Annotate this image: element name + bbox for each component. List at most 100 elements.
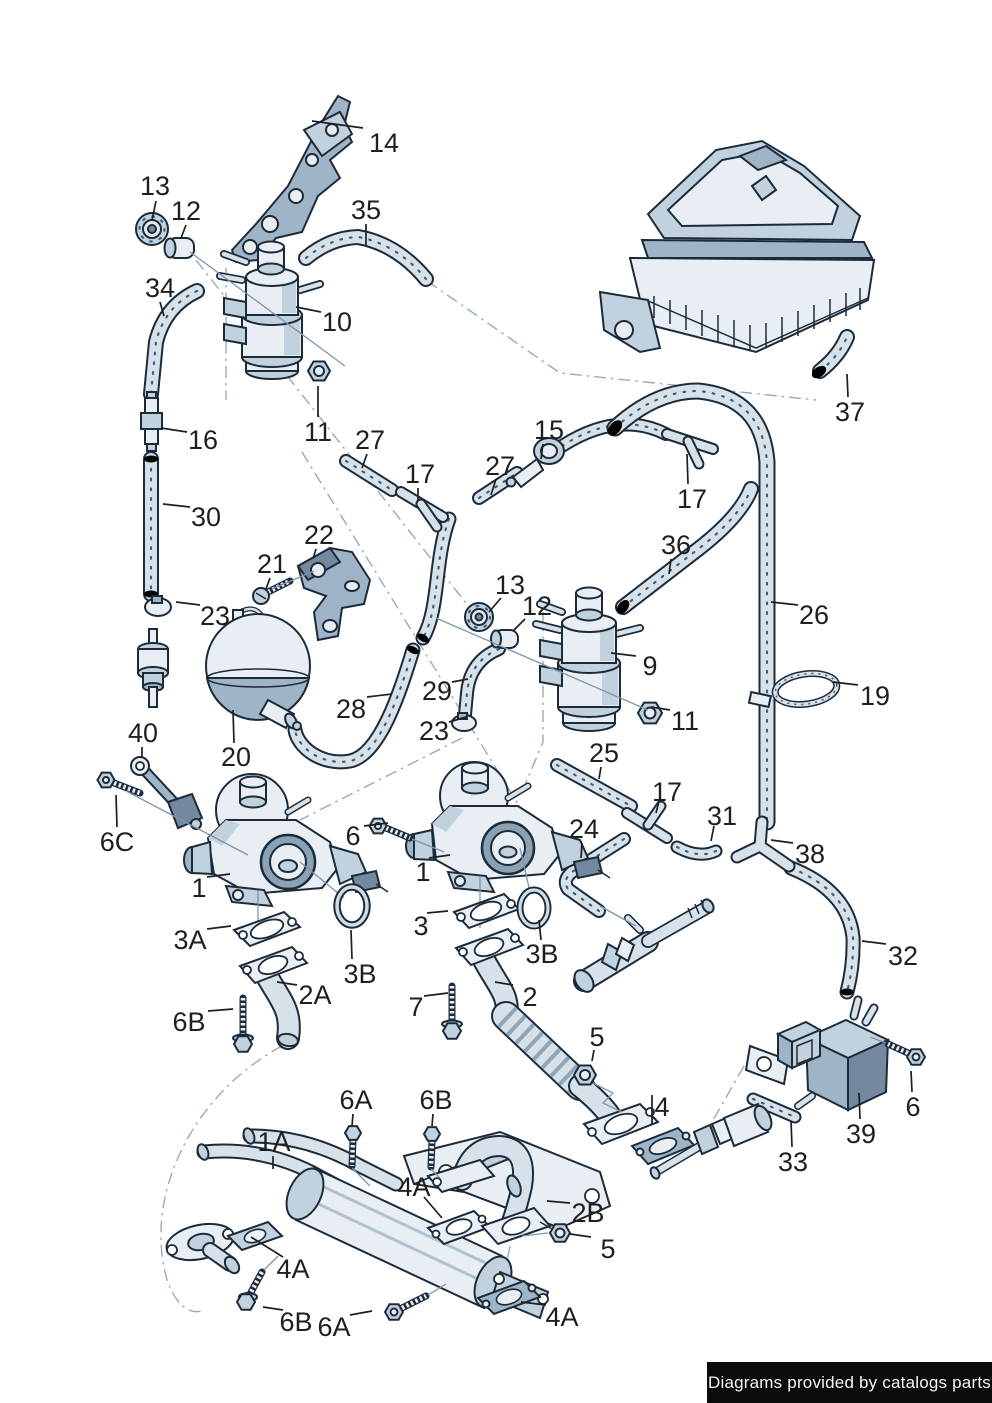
y-piece-38 bbox=[730, 815, 796, 873]
callout-label-5: 5 bbox=[589, 1022, 604, 1052]
part-22-bracket bbox=[296, 546, 372, 642]
part-6a-bolt-mid bbox=[343, 1125, 371, 1187]
hose-36 bbox=[615, 481, 759, 615]
callout-label-6: 6 bbox=[345, 821, 360, 851]
callout-leader-6B bbox=[207, 1008, 234, 1012]
hose-37 bbox=[811, 329, 855, 379]
callout-label-35: 35 bbox=[351, 195, 381, 225]
callout-label-16: 16 bbox=[188, 425, 218, 455]
hose-26 bbox=[606, 382, 776, 831]
callout-label-14: 14 bbox=[369, 128, 399, 158]
callout-leader-6A bbox=[351, 1113, 354, 1127]
callout-leader-17 bbox=[686, 453, 689, 485]
callout-leader-4A bbox=[520, 1301, 547, 1306]
callout-label-32: 32 bbox=[888, 941, 918, 971]
part-vacuum-pipe-union bbox=[573, 898, 715, 993]
callout-label-6B: 6B bbox=[172, 1007, 205, 1037]
callout-label-1A: 1A bbox=[257, 1127, 290, 1157]
part-19-cable-tie bbox=[747, 670, 841, 709]
part-2-egr-pipe bbox=[454, 927, 660, 1146]
hose-28 bbox=[287, 511, 457, 770]
part-6a-bolt-bottom bbox=[383, 1283, 447, 1321]
callout-label-31: 31 bbox=[707, 801, 737, 831]
callout-leader-1 bbox=[206, 873, 231, 878]
callout-leader-37 bbox=[846, 373, 849, 398]
callout-label-4: 4 bbox=[654, 1092, 669, 1122]
hose-31 bbox=[670, 840, 723, 861]
callout-leader-4A bbox=[250, 1236, 284, 1258]
callout-leader-6C bbox=[115, 794, 118, 828]
t-piece-17-right bbox=[661, 428, 719, 470]
part-40-anchor-link bbox=[130, 756, 204, 830]
part-damper-left bbox=[137, 628, 169, 708]
callout-label-5: 5 bbox=[600, 1234, 615, 1264]
callout-label-19: 19 bbox=[860, 681, 890, 711]
part-2b-pipe bbox=[426, 1135, 555, 1246]
callout-label-10: 10 bbox=[322, 307, 352, 337]
part-3b-oring-left bbox=[333, 883, 371, 929]
part-flange-left bbox=[165, 1222, 241, 1275]
callout-label-23: 23 bbox=[200, 601, 230, 631]
callout-label-6A: 6A bbox=[339, 1085, 372, 1115]
callout-leader-28 bbox=[366, 693, 393, 698]
callout-label-28: 28 bbox=[336, 694, 366, 724]
callout-label-9: 9 bbox=[642, 651, 657, 681]
callout-label-13: 13 bbox=[495, 570, 525, 600]
callout-label-33: 33 bbox=[778, 1147, 808, 1177]
callout-leader-16 bbox=[160, 427, 188, 433]
part-6-bolt-right bbox=[869, 1036, 927, 1066]
callout-leader-17 bbox=[655, 800, 660, 814]
hose-29 bbox=[458, 642, 506, 722]
part-10-pressure-converter bbox=[216, 240, 324, 380]
callout-leader-4A bbox=[423, 1196, 443, 1219]
part-5-nut-upper bbox=[572, 1064, 623, 1113]
air-filter-housing bbox=[598, 139, 876, 354]
callout-label-30: 30 bbox=[191, 502, 221, 532]
part-23-clamp-left bbox=[144, 595, 172, 617]
part-3b-oring-right bbox=[516, 886, 552, 930]
callout-label-6B: 6B bbox=[279, 1307, 312, 1337]
credit-text: Diagrams provided by catalogs parts bbox=[708, 1372, 991, 1392]
callout-label-17: 17 bbox=[652, 777, 682, 807]
part-23-clamp-mid bbox=[451, 712, 477, 732]
hose-34 bbox=[143, 283, 205, 402]
callout-leader-15 bbox=[540, 443, 544, 460]
hose-27-left bbox=[339, 454, 399, 497]
callout-leader-32 bbox=[861, 940, 887, 945]
part-7-bolt bbox=[441, 982, 463, 1040]
callout-leader-31 bbox=[710, 825, 715, 842]
part-2a-pipe bbox=[238, 945, 309, 1050]
part-1-egr-valve-left bbox=[183, 773, 389, 942]
callout-label-26: 26 bbox=[799, 600, 829, 630]
callout-leader-25 bbox=[598, 766, 602, 780]
callout-leader-11 bbox=[650, 706, 671, 711]
callout-label-11: 11 bbox=[671, 706, 699, 736]
part-21-screw bbox=[252, 570, 315, 605]
callout-label-21: 21 bbox=[257, 549, 287, 579]
hose-24 bbox=[558, 832, 631, 918]
callout-leader-6 bbox=[910, 1070, 913, 1093]
part-15-check-valve bbox=[505, 437, 565, 489]
callout-leader-21 bbox=[265, 577, 271, 590]
callout-label-3: 3 bbox=[413, 911, 428, 941]
part-4a-gasket-mid bbox=[426, 1209, 492, 1246]
part-6b-bolt-left bbox=[232, 994, 254, 1053]
callout-label-4A: 4A bbox=[397, 1172, 430, 1202]
part-11-nut-top bbox=[189, 251, 346, 382]
callout-label-2B: 2B bbox=[571, 1198, 604, 1228]
callout-leader-3B bbox=[350, 929, 353, 960]
hose-35 bbox=[298, 229, 434, 287]
callout-label-6A: 6A bbox=[317, 1312, 350, 1342]
callout-leader-34 bbox=[159, 301, 165, 317]
callout-leader-27 bbox=[361, 453, 368, 469]
part-4a-gasket-left bbox=[226, 1220, 284, 1252]
callout-label-6: 6 bbox=[905, 1092, 920, 1122]
callout-label-17: 17 bbox=[405, 459, 435, 489]
callout-label-6C: 6C bbox=[100, 827, 135, 857]
callout-label-2: 2 bbox=[522, 982, 537, 1012]
callout-leader-5 bbox=[569, 1233, 592, 1238]
part-5-nut-lower bbox=[521, 1223, 572, 1243]
part-4-gasket bbox=[630, 1126, 696, 1166]
part-33-damper bbox=[649, 1102, 773, 1180]
